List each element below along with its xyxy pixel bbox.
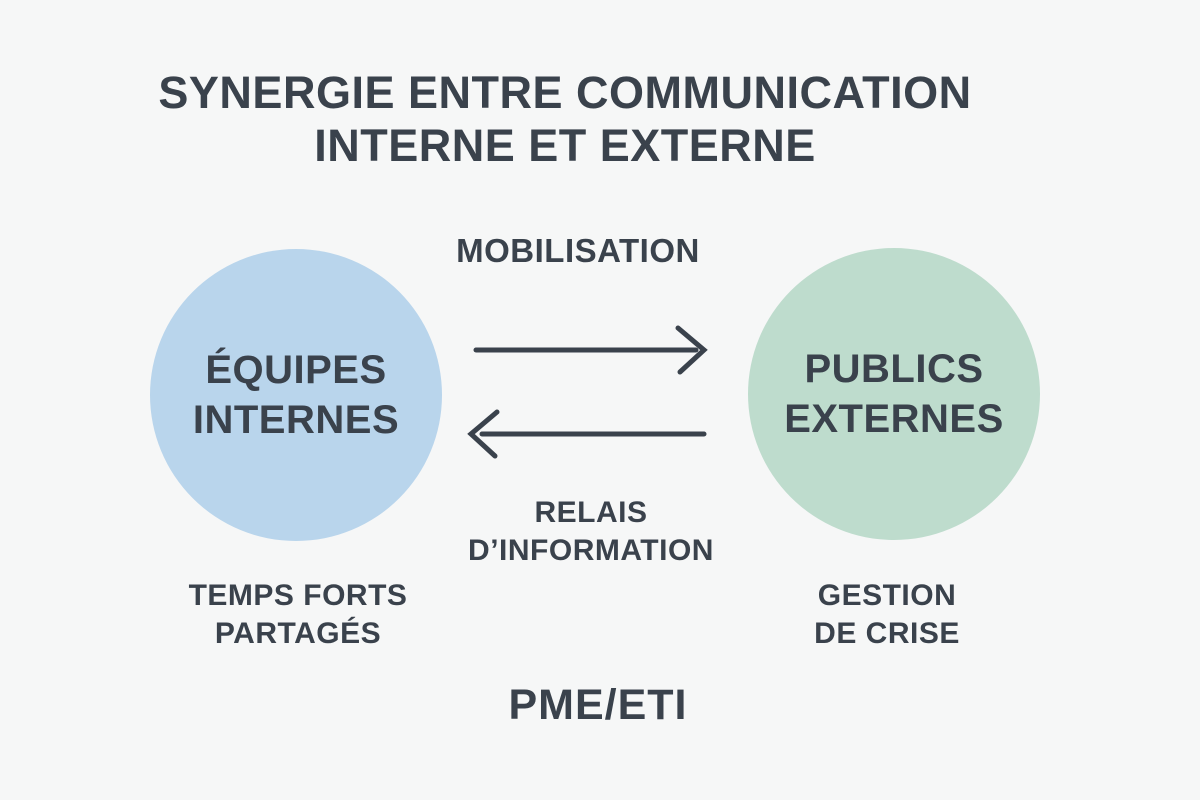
page-title-line1: SYNERGIE ENTRE COMMUNICATION bbox=[158, 67, 972, 118]
external-publics-circle: PUBLICS EXTERNES bbox=[748, 248, 1040, 540]
shared-highlights-caption: TEMPS FORTS PARTAGÉS bbox=[188, 579, 408, 650]
arrow-left-icon bbox=[467, 409, 707, 459]
page-title-line2: INTERNE ET EXTERNE bbox=[314, 120, 816, 171]
information-relay-label: RELAIS D’INFORMATION bbox=[468, 496, 714, 567]
company-type-label: PME/ETI bbox=[508, 681, 688, 729]
external-publics-label: PUBLICS EXTERNES bbox=[784, 347, 1004, 441]
mobilisation-label: MOBILISATION bbox=[456, 232, 700, 269]
arrow-right-icon bbox=[473, 325, 708, 375]
crisis-management-caption: GESTION DE CRISE bbox=[814, 579, 960, 650]
internal-teams-circle: ÉQUIPES INTERNES bbox=[150, 249, 442, 541]
page-title: SYNERGIE ENTRE COMMUNICATION INTERNE ET … bbox=[158, 66, 971, 172]
internal-teams-label: ÉQUIPES INTERNES bbox=[192, 348, 400, 442]
